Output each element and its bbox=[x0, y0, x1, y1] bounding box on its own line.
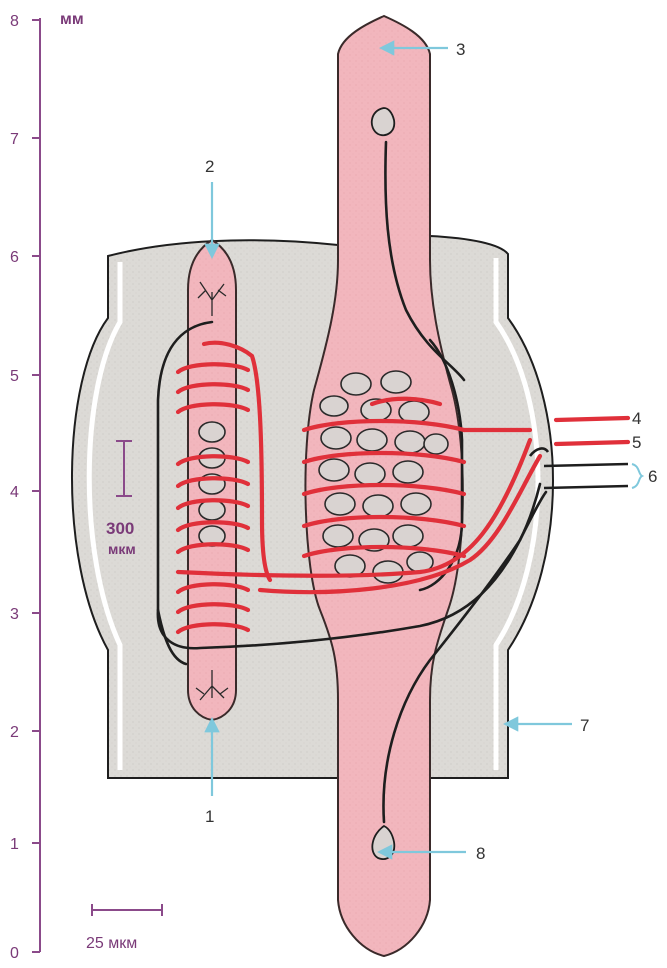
scale-bar-25-label: 25 мкм bbox=[86, 935, 137, 952]
callout-3: 3 bbox=[456, 40, 465, 59]
tick-label-1: 1 bbox=[10, 836, 19, 853]
afferent-out-5 bbox=[556, 442, 628, 444]
tick-label-6: 6 bbox=[10, 249, 19, 266]
tick-label-4: 4 bbox=[10, 484, 19, 501]
tick-label-7: 7 bbox=[10, 131, 19, 148]
callout-6: 6 bbox=[648, 467, 657, 486]
callout-2: 2 bbox=[205, 157, 214, 176]
scale-bar-300-value: 300 bbox=[106, 519, 134, 538]
scale-unit-label: мм bbox=[60, 11, 84, 28]
scale-bar-300-unit: мкм bbox=[108, 541, 136, 557]
scale-bar-25 bbox=[92, 904, 162, 916]
callout-1: 1 bbox=[205, 807, 214, 826]
afferent-out-4 bbox=[556, 418, 628, 420]
tick-label-8: 8 bbox=[10, 13, 19, 30]
bracket-6 bbox=[632, 464, 642, 488]
callout-5: 5 bbox=[632, 433, 641, 452]
tick-label-5: 5 bbox=[10, 368, 19, 385]
callout-7: 7 bbox=[580, 716, 589, 735]
tick-label-0: 0 bbox=[10, 945, 19, 962]
tendon-loop-top bbox=[372, 108, 395, 135]
callout-4: 4 bbox=[632, 409, 641, 428]
tick-label-3: 3 bbox=[10, 606, 19, 623]
tick-label-2: 2 bbox=[10, 724, 19, 741]
callout-8: 8 bbox=[476, 844, 485, 863]
